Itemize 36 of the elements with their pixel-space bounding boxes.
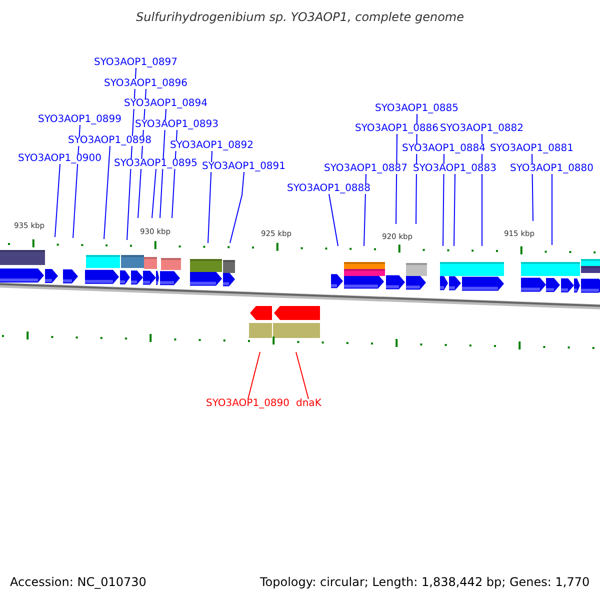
gene-label: SYO3AOP1_0882 [440,124,524,134]
leader-line [396,134,398,224]
gene-label: SYO3AOP1_0881 [490,144,574,154]
leader-line [442,154,444,246]
gene-label: SYO3AOP1_0893 [135,120,219,130]
leader-line [104,146,110,240]
leader-line [208,150,212,244]
gene-label: SYO3AOP1_0895 [114,159,198,169]
gene-label: SYO3AOP1_0891 [202,162,286,172]
leader-line [454,174,456,246]
gene-label: SYO3AOP1_0880 [510,164,594,174]
gene-label: SYO3AOP1_0890 [206,399,290,409]
gene-label: SYO3AOP1_0899 [38,115,122,125]
gene-label: SYO3AOP1_0892 [170,141,254,151]
leader-line [54,164,60,238]
title: Sulfurihydrogenibium sp. YO3AOP1, complete genome [135,11,465,23]
gene-label: SYO3AOP1_0896 [104,79,188,89]
gene-label: dnaK [296,399,322,409]
gene-label: SYO3AOP1_0883 [413,164,497,174]
gene-label: SYO3AOP1_0887 [324,164,408,174]
gene-label: SYO3AOP1_0888 [287,184,371,194]
leader-line [230,172,244,244]
gene-label: SYO3AOP1_0898 [68,136,152,146]
leader-line [364,174,366,246]
gene-label: SYO3AOP1_0897 [94,58,178,68]
gene-label: SYO3AOP1_0900 [18,154,102,164]
leader-line [328,194,338,246]
leader-line [248,352,260,400]
gene-label: SYO3AOP1_0885 [375,104,459,114]
accession-text: Accession: NC_010730 [10,576,146,588]
leader-line [152,168,156,218]
gene-label: SYO3AOP1_0886 [355,124,439,134]
gene-label: SYO3AOP1_0884 [402,144,486,154]
topology-text: Topology: circular; Length: 1,838,442 bp; Genes: 1,770 [260,576,590,588]
leader-line [296,352,309,400]
gene-label: SYO3AOP1_0894 [124,99,208,109]
